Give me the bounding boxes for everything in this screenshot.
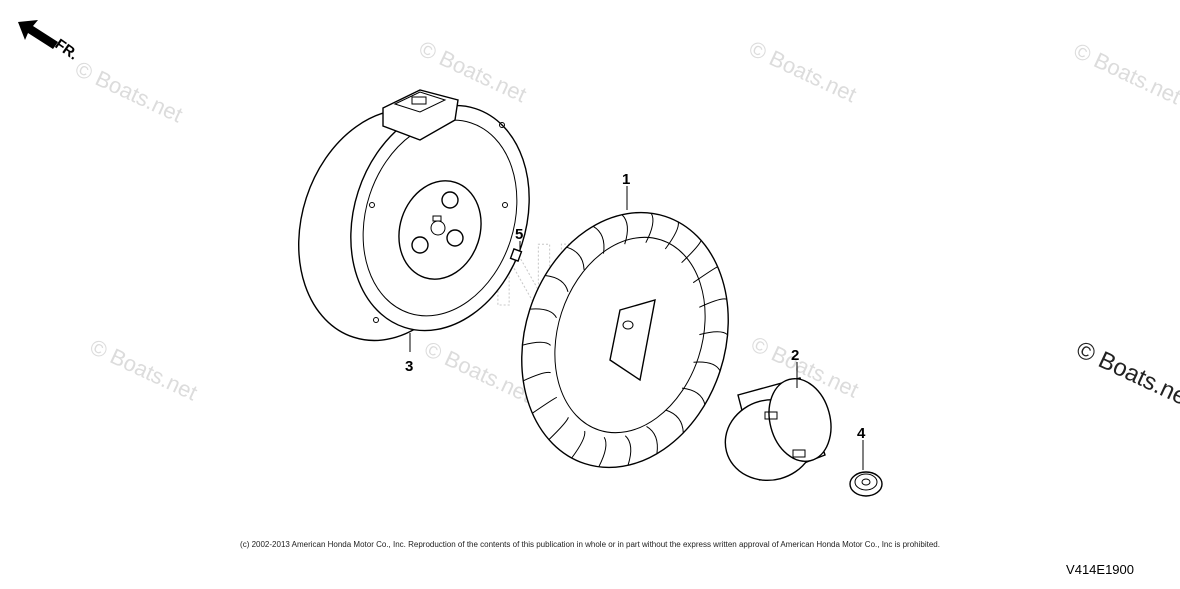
starter-pulley-part	[724, 362, 832, 482]
fan-blade	[645, 212, 654, 243]
fan-blade	[664, 221, 679, 250]
fan-blade	[529, 308, 557, 319]
fan-blade	[532, 396, 558, 414]
callout-2: 2	[791, 347, 799, 364]
front-direction-arrow-icon: FR.	[18, 20, 81, 64]
callout-4: 4	[857, 425, 866, 442]
flange-nut-part	[849, 440, 883, 497]
watermark-text: © Boats.net	[71, 56, 186, 127]
copyright-notice: (c) 2002-2013 American Honda Motor Co., …	[240, 540, 940, 549]
fan-blade	[523, 371, 551, 382]
fan-blade	[624, 435, 632, 466]
woodruff-key-part	[509, 241, 523, 262]
fan-blade	[681, 387, 706, 405]
diagram-code: V414E1900	[1066, 562, 1134, 577]
fan-blade	[646, 425, 658, 454]
fan-blade	[522, 341, 551, 346]
watermark-text: © Boats.net	[1072, 336, 1180, 414]
callout-5: 5	[515, 226, 523, 243]
flywheel-part	[298, 89, 530, 352]
fan-blade	[566, 246, 585, 270]
fan-blade	[699, 331, 728, 336]
fan-blade	[665, 409, 684, 433]
fan-blade	[693, 361, 721, 372]
fan-blade	[699, 298, 727, 308]
fan-blade	[621, 214, 628, 245]
fan-blade	[545, 275, 569, 293]
callout-1: 1	[622, 171, 630, 188]
watermark-text: © Boats.net	[421, 336, 536, 407]
fan-blade	[571, 430, 586, 459]
watermark-text: © Boats.net	[745, 36, 860, 107]
cooling-fan-part	[521, 186, 729, 469]
watermark-text: © Boats.net	[1070, 38, 1180, 109]
fan-blade	[681, 240, 702, 264]
fan-blade	[592, 225, 605, 254]
front-direction-label: FR.	[52, 36, 82, 64]
fan-blade	[692, 266, 718, 284]
fan-blade	[548, 417, 569, 440]
watermark-text: © Boats.net	[86, 334, 201, 405]
callout-3: 3	[405, 358, 413, 375]
fan-blade	[598, 437, 607, 468]
